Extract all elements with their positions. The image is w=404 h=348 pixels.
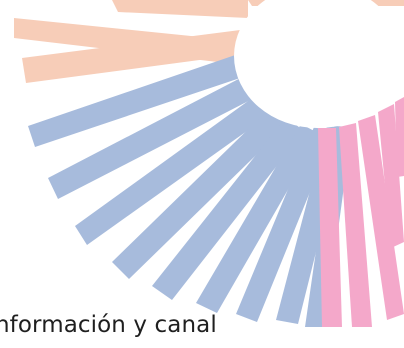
pink-ray [395,97,404,177]
pink-rays [318,97,404,327]
caption-text: nformación y canal [0,312,217,338]
blue-ray [48,72,262,199]
blue-ray [112,106,288,279]
blue-ray [196,124,320,313]
peach-ray [22,29,252,83]
sunburst-center [234,0,402,128]
pink-ray [318,128,342,327]
blue-ray [152,117,304,300]
blue-ray [236,127,334,322]
pink-ray [358,115,404,320]
pink-ray [339,123,372,327]
peach-rays [14,0,404,83]
pink-ray [378,104,404,248]
peach-ray [112,0,248,18]
blue-ray [28,52,252,147]
blue-ray [75,91,275,245]
